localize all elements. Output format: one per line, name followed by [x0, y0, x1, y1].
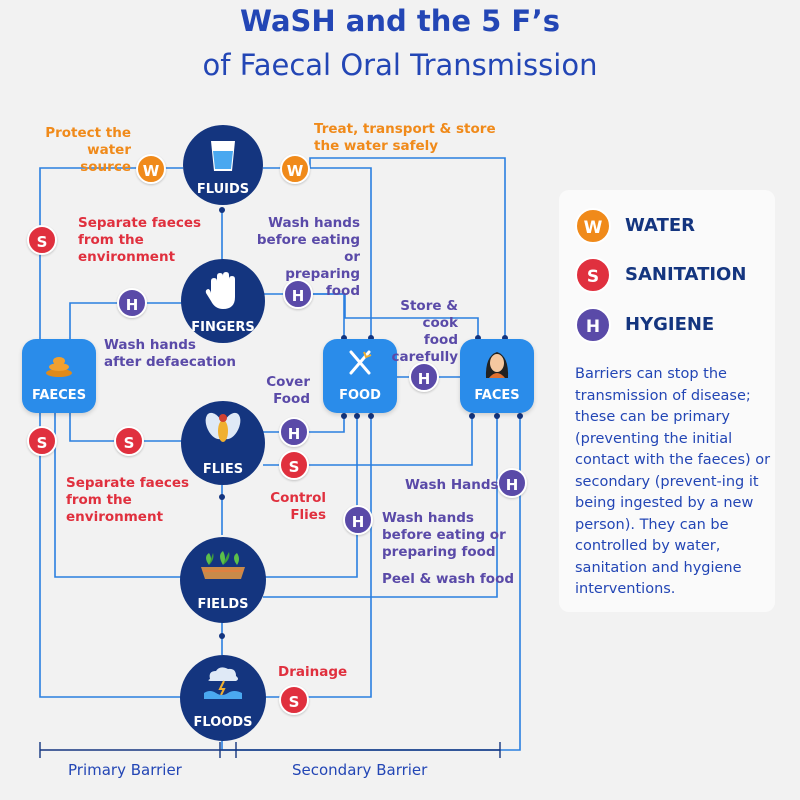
node-fingers: FINGERS	[181, 259, 265, 343]
fields-icon	[201, 551, 245, 579]
line-fields-faces	[263, 414, 498, 598]
line-flies-faces	[263, 414, 473, 466]
title-line2: of Faecal Oral Transmission	[202, 48, 598, 82]
faeces-label: FAECES	[31, 388, 87, 403]
node-faeces: FAECES	[22, 339, 96, 413]
line-fluids-faeces	[39, 167, 183, 340]
label-separate-faeces-bottom: Separate faeces from the environment	[66, 475, 190, 525]
legend-water-label: WATER	[625, 215, 696, 236]
fingers-label: FINGERS	[191, 320, 255, 335]
fork-knife-icon	[349, 350, 372, 375]
line-fluids-faces	[309, 157, 506, 340]
label-wash-eating-top: Wash hands before eating or preparing fo…	[256, 215, 360, 299]
flood-icon	[204, 667, 242, 699]
hand-icon	[205, 272, 235, 309]
legend-sanitation-label: SANITATION	[625, 264, 747, 285]
label-protect-water: Protect the water source	[45, 125, 131, 175]
hygiene-badge-fingers: H	[283, 279, 313, 309]
line-faeces-fields	[54, 410, 183, 578]
face-icon	[485, 352, 509, 378]
node-flies: FLIES	[181, 401, 265, 485]
node-floods: FLOODS	[180, 655, 266, 741]
sanitation-badge-separate-bottom: S	[27, 426, 57, 456]
label-wash-defaecation: Wash hands after defaecation	[104, 337, 236, 370]
label-peel-wash: Peel & wash food	[382, 571, 515, 587]
node-fluids: FLUIDS	[183, 125, 263, 205]
hygiene-badge-cover: H	[279, 417, 309, 447]
label-treat-water: Treat, transport & store the water safel…	[314, 121, 496, 154]
secondary-barrier-label: Secondary Barrier	[292, 761, 428, 779]
legend-description: Barriers can stop the transmission of di…	[575, 366, 771, 597]
hygiene-badge-eating-bottom: H	[343, 505, 373, 535]
flies-label: FLIES	[202, 462, 244, 477]
label-drainage: Drainage	[278, 664, 348, 680]
line-fields-food	[263, 414, 358, 578]
fluids-label: FLUIDS	[196, 182, 250, 197]
legend-water-badge: W	[575, 208, 611, 244]
fields-label: FIELDS	[197, 597, 249, 612]
hygiene-badge-wash: H	[497, 468, 527, 498]
line-faeces-floods	[39, 410, 183, 698]
legend-hygiene-label: HYGIENE	[625, 314, 715, 335]
legend-panel: W WATER S SANITATION H HYGIENE Barriers …	[559, 190, 775, 612]
legend-sanitation-badge: S	[575, 257, 611, 293]
floods-label: FLOODS	[193, 715, 253, 730]
label-separate-faeces-top: Separate faeces from the environment	[78, 215, 202, 265]
fly-icon	[205, 412, 241, 442]
food-label: FOOD	[339, 388, 381, 403]
water-badge-treat: W	[280, 154, 310, 184]
primary-barrier-label: Primary Barrier	[68, 761, 182, 779]
sanitation-badge-flies: S	[114, 426, 144, 456]
faces-label: FACES	[474, 388, 520, 403]
label-store-cook: Store & cook food carefully	[391, 298, 458, 365]
water-badge-protect: W	[136, 154, 166, 184]
label-wash-eating-bottom: Wash hands before eating or preparing fo…	[382, 510, 506, 560]
legend-hygiene-badge: H	[575, 307, 611, 343]
line-fingers-faces	[310, 293, 479, 340]
node-fields: FIELDS	[180, 537, 266, 623]
line-faeces-flies	[69, 410, 183, 442]
faeces-icon	[46, 357, 72, 377]
hygiene-badge-defaecation: H	[117, 288, 147, 318]
label-control-flies: Control Flies	[270, 490, 326, 523]
glass-icon	[211, 141, 235, 171]
sanitation-badge-separate-top: S	[27, 225, 57, 255]
node-faces: FACES	[460, 339, 534, 413]
hygiene-badge-food-faces: H	[409, 362, 439, 392]
label-wash-hands: Wash Hands	[405, 477, 499, 493]
sanitation-badge-drainage: S	[279, 685, 309, 715]
label-cover-food: Cover Food	[266, 374, 310, 407]
line-floods-food	[263, 414, 372, 698]
title-line1: WaSH and the 5 F’s	[239, 4, 561, 38]
sanitation-badge-control: S	[279, 450, 309, 480]
node-food: FOOD	[323, 339, 397, 413]
